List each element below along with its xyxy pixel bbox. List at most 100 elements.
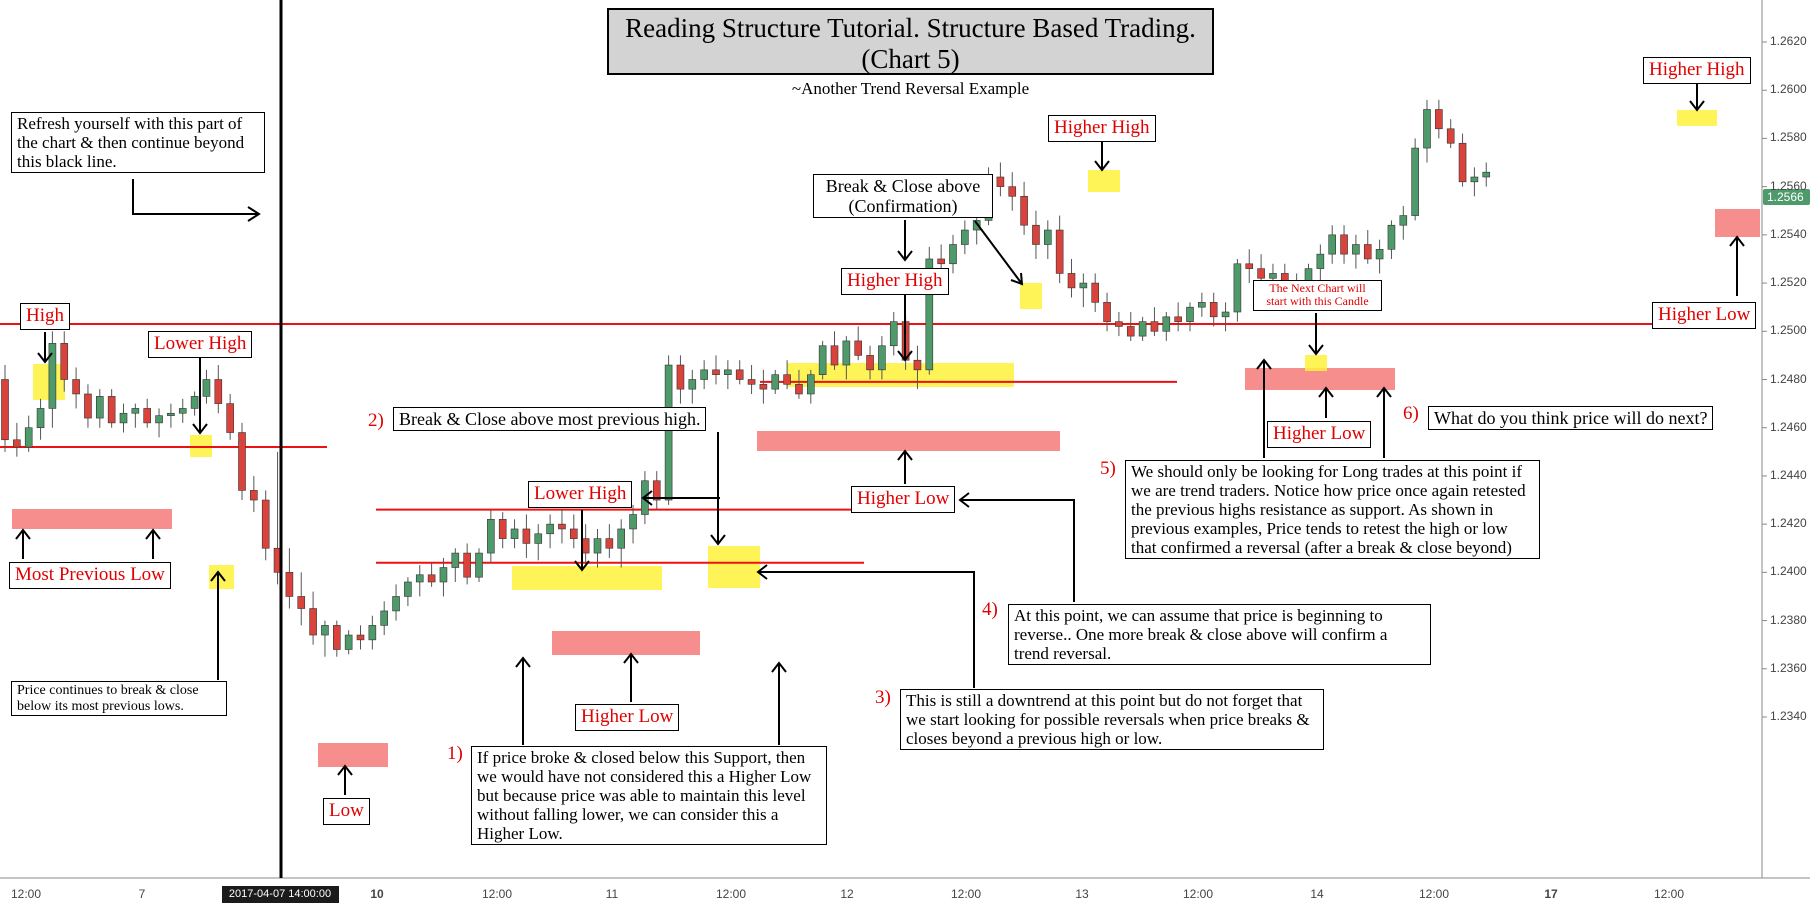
- candle: [344, 630, 353, 655]
- candle: [1079, 273, 1088, 308]
- candle-body: [178, 408, 187, 414]
- candle-body: [96, 396, 104, 419]
- candle-body: [1387, 224, 1396, 250]
- candle-body: [1458, 142, 1467, 183]
- label-higher-low-1: Higher Low: [575, 704, 680, 731]
- candle: [321, 620, 329, 657]
- label-higher-low-3: Higher Low: [1267, 421, 1372, 448]
- y-tick-label: 1.2560: [1770, 178, 1807, 193]
- label-lower-high-1: Lower High: [148, 331, 253, 358]
- candle-body: [688, 379, 697, 390]
- candle: [1186, 302, 1194, 332]
- candle-body: [1186, 306, 1194, 322]
- candle-body: [818, 345, 827, 375]
- candle: [747, 365, 756, 394]
- candle-body: [1044, 229, 1052, 245]
- candle: [487, 509, 495, 563]
- annotation-arrows: [15, 82, 1745, 795]
- candle: [1221, 302, 1230, 332]
- candle-body: [1221, 311, 1230, 318]
- candle: [119, 403, 128, 433]
- zone-higher-high-3: [1677, 110, 1717, 126]
- arrow-low: [337, 764, 353, 795]
- candle: [1435, 99, 1443, 139]
- candle-body: [1423, 109, 1431, 149]
- candle-body: [534, 533, 543, 544]
- candle: [238, 422, 246, 501]
- candle-body: [1008, 186, 1017, 197]
- candle: [700, 360, 708, 390]
- candle: [1411, 138, 1419, 221]
- candle-body: [878, 345, 886, 371]
- candle: [498, 512, 507, 549]
- candle: [961, 220, 969, 255]
- candle: [1363, 230, 1372, 264]
- candle: [1340, 225, 1348, 264]
- arrow-higher-high-3: [1689, 82, 1705, 112]
- candle-body: [451, 552, 460, 568]
- label-higher-high-2: Higher High: [1048, 115, 1156, 142]
- arrow-price-continues: [210, 570, 226, 680]
- candle: [546, 514, 554, 549]
- y-tick-label: 1.2620: [1770, 34, 1807, 48]
- candle-body: [344, 634, 353, 650]
- candle: [404, 577, 412, 607]
- candle-body: [1020, 195, 1028, 226]
- candle-body: [605, 538, 614, 549]
- candle: [226, 393, 234, 440]
- arrow-refresh: [132, 179, 261, 222]
- candle: [617, 519, 626, 568]
- y-tick-label: 1.2460: [1770, 419, 1807, 434]
- candle: [558, 509, 566, 544]
- zone-next-candle: [1305, 355, 1327, 371]
- arrow-confirmation-diag: [974, 220, 1024, 286]
- candle-body: [1340, 234, 1348, 255]
- candle: [392, 584, 400, 621]
- candle: [783, 360, 791, 390]
- x-tick-label: 10: [370, 887, 384, 901]
- candle: [178, 398, 187, 423]
- arrow-lower-high-2-left: [641, 490, 720, 506]
- zone-low: [318, 743, 388, 767]
- candle: [652, 471, 661, 510]
- x-tick-label: 17: [1544, 887, 1558, 901]
- candle: [475, 548, 483, 582]
- candle-body: [202, 379, 211, 397]
- candle-body: [617, 528, 626, 549]
- candle: [735, 360, 744, 385]
- note-3-number: 3): [875, 687, 891, 708]
- candle: [1233, 258, 1242, 322]
- candle: [250, 475, 258, 513]
- candle-body: [1316, 253, 1325, 269]
- candle-body: [1091, 282, 1099, 303]
- note-1-number: 1): [447, 743, 463, 764]
- zone-higher-low-4: [1715, 209, 1760, 237]
- confirmation-line-1: Break & Close above: [825, 176, 981, 196]
- candle: [712, 355, 720, 385]
- candle-body: [214, 379, 223, 404]
- arrow-note-3: [756, 564, 975, 688]
- arrow-higher-high-1: [897, 295, 913, 362]
- candle-body: [795, 384, 803, 395]
- candle: [830, 331, 839, 370]
- candle: [261, 490, 270, 561]
- candle-body: [250, 490, 258, 501]
- candle: [522, 514, 531, 558]
- label-higher-high-3: Higher High: [1643, 57, 1751, 84]
- zone-lower-high-2: [512, 566, 662, 590]
- candle-body: [664, 364, 673, 501]
- candle-body: [1032, 224, 1040, 245]
- candle: [190, 391, 199, 416]
- candle-body: [24, 427, 33, 448]
- candle: [214, 365, 223, 414]
- candle: [1032, 210, 1040, 259]
- candle-body: [593, 538, 602, 554]
- current-price-tag: [1763, 189, 1810, 205]
- candle-body: [1245, 263, 1254, 269]
- candle-body: [1363, 244, 1372, 260]
- candle: [795, 369, 803, 399]
- candle: [1091, 273, 1099, 312]
- candle: [1328, 225, 1336, 264]
- y-tick-label: 1.2600: [1770, 82, 1807, 97]
- candle-body: [676, 364, 685, 390]
